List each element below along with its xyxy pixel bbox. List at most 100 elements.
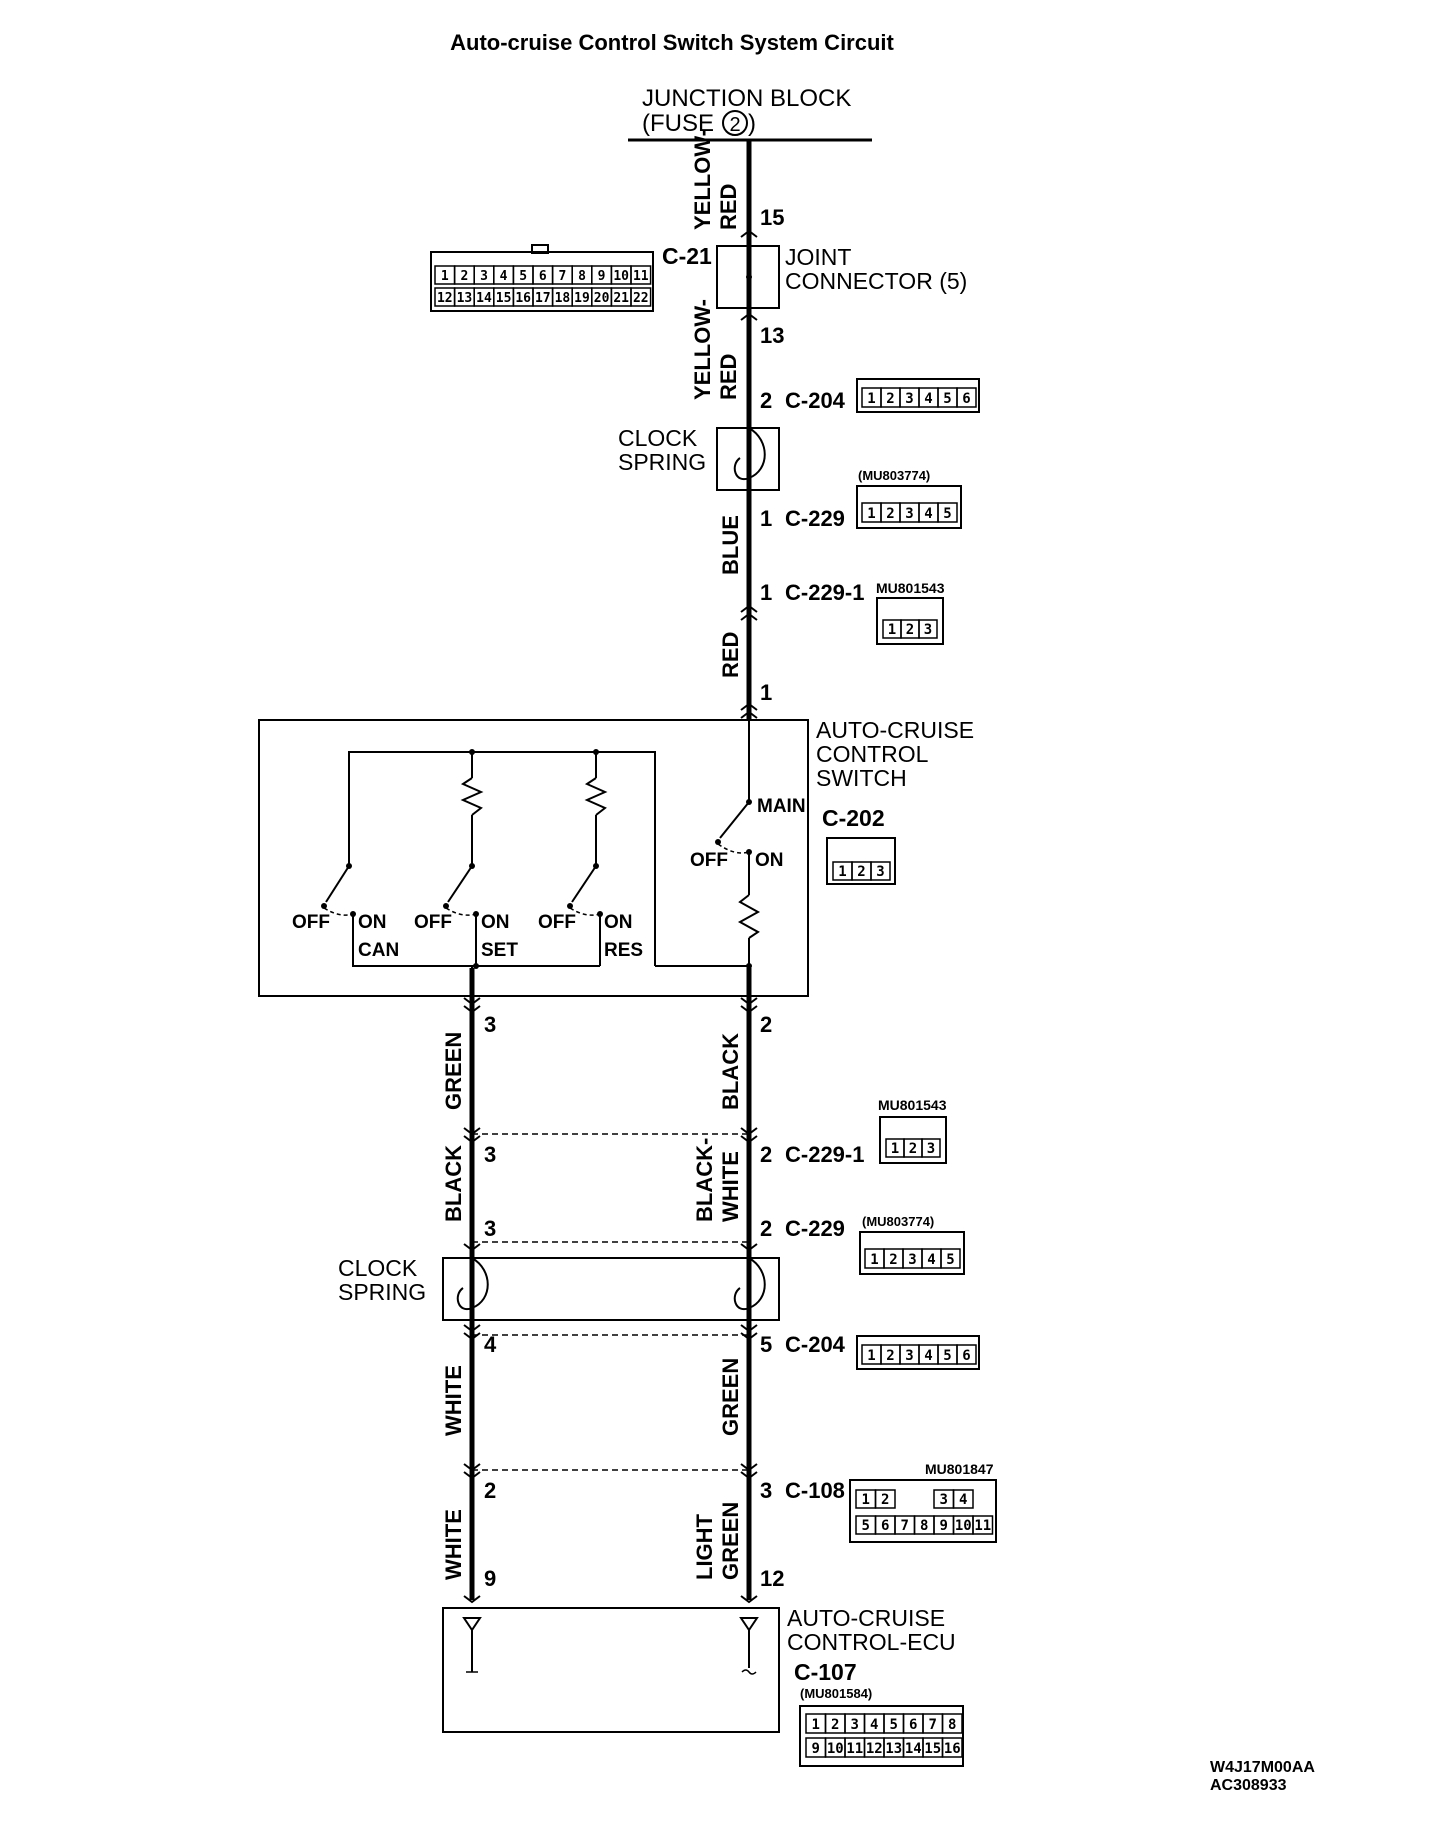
connector-c108-label: C-108	[785, 1478, 845, 1503]
switch-label-line2: CONTROL	[816, 741, 929, 767]
connector-outline	[879, 1116, 947, 1164]
diagram-title: Auto-cruise Control Switch System Circui…	[450, 30, 894, 55]
part-mu801543-top: MU801543	[876, 580, 945, 596]
svg-text:GREEN: GREEN	[718, 1502, 743, 1580]
pin-number: 6	[962, 1348, 970, 1364]
pin-number: 1	[812, 1717, 820, 1733]
pin-1-c229: 1	[760, 506, 772, 531]
can-label: CAN	[358, 940, 399, 961]
pin-number: 1	[867, 1348, 875, 1364]
pin-number: 14	[476, 291, 492, 306]
pin-number: 2	[886, 391, 894, 407]
connector-c204-top-label: C-204	[785, 388, 846, 413]
pin-number: 4	[959, 1492, 967, 1508]
pin-number: 4	[924, 391, 932, 407]
pin-9-ecu: 9	[484, 1566, 496, 1591]
pin-cell	[972, 1515, 994, 1535]
connector-outline	[876, 597, 944, 645]
pin-3-c229: 3	[484, 1216, 496, 1241]
pin-number: 15	[496, 291, 512, 306]
pin-number: 2	[881, 1492, 889, 1508]
pin-number: 11	[846, 1741, 863, 1757]
res-off-label: OFF	[538, 912, 576, 933]
pin-number: 2	[831, 1717, 839, 1733]
pin-cell	[956, 1344, 977, 1365]
connector-outline	[856, 485, 962, 529]
main-on-label: ON	[755, 850, 784, 871]
set-label: SET	[481, 940, 518, 961]
pin-cell	[921, 1138, 941, 1158]
joint-connector-line2: CONNECTOR (5)	[785, 268, 967, 294]
pin-number: 1	[867, 391, 875, 407]
pin-2-c229: 2	[760, 1216, 772, 1241]
pin-number: 7	[929, 1717, 937, 1733]
pin-cell	[937, 502, 958, 523]
pin-number: 3	[940, 1492, 948, 1508]
pin-number: 22	[633, 291, 649, 306]
pin-number: 5	[890, 1717, 898, 1733]
pin-number: 10	[827, 1741, 844, 1757]
pin-number: 1	[838, 864, 846, 880]
pin-number: 3	[905, 391, 913, 407]
wire-black-2-label: BLACK	[441, 1145, 466, 1222]
pin-number: 16	[944, 1741, 961, 1757]
pin-number: 2	[460, 269, 468, 284]
pin-number: 9	[940, 1518, 948, 1534]
pin-number: 6	[881, 1518, 889, 1534]
auto-cruise-control-ecu: AUTO-CRUISE CONTROL-ECU C-107 (MU801584)…	[442, 1605, 964, 1767]
pin-number: 15	[924, 1741, 941, 1757]
pin-number: 8	[948, 1717, 956, 1733]
pin-2-c108: 2	[484, 1478, 496, 1503]
pin-cell	[918, 619, 938, 639]
joint-connector: JOINT CONNECTOR (5) C-21	[662, 229, 967, 309]
pin-number: 6	[962, 391, 970, 407]
pin-number: 1	[867, 506, 875, 522]
connector-c229-1-bottom-label: C-229-1	[785, 1142, 864, 1167]
wire-green-2-label: GREEN	[718, 1358, 743, 1436]
pin-number: 2	[909, 1141, 917, 1157]
clock-spring-upper: CLOCK SPRING	[618, 425, 780, 491]
pin-number: 11	[633, 269, 649, 284]
pin-number: 18	[555, 291, 571, 306]
pin-4-c204: 4	[484, 1332, 497, 1357]
set-on-label: ON	[481, 912, 510, 933]
pin-3-switch: 3	[484, 1012, 496, 1037]
pin-number: 7	[901, 1518, 909, 1534]
part-mu803774-top: (MU803774)	[858, 468, 930, 483]
drawing-code: W4J17M00AA	[1210, 1759, 1315, 1776]
pin-number: 8	[578, 269, 586, 284]
fuse-number-circle	[722, 110, 748, 136]
connector-c229-bottom-label: C-229	[785, 1216, 845, 1241]
connector-outline	[859, 1231, 965, 1275]
pin-number: 21	[613, 291, 629, 306]
pin-3-c108: 3	[760, 1478, 772, 1503]
pin-2-switch: 2	[760, 1012, 772, 1037]
pin-number: 3	[924, 622, 932, 638]
pin-number: 7	[558, 269, 566, 284]
clock-spring-upper-line2: SPRING	[618, 449, 706, 475]
fuse-number: 2	[729, 114, 740, 136]
pin-number: 3	[851, 1717, 859, 1733]
pin-1-switch: 1	[760, 680, 772, 705]
fuse-label-suffix: )	[748, 110, 756, 137]
pin-number: 2	[886, 506, 894, 522]
pin-cell	[952, 1489, 974, 1509]
wire-light-green-label: LIGHT GREEN	[692, 1502, 743, 1580]
pin-number: 5	[519, 269, 527, 284]
pin-number: 4	[927, 1252, 935, 1268]
connector-c229-top-label: C-229	[785, 506, 845, 531]
pin-number: 1	[862, 1492, 870, 1508]
pin-number: 5	[943, 506, 951, 522]
pin-number: 13	[885, 1741, 902, 1757]
svg-text:YELLOW-: YELLOW-	[690, 299, 715, 400]
pin-number: 10	[955, 1518, 972, 1534]
pin-number: 10	[613, 269, 629, 284]
